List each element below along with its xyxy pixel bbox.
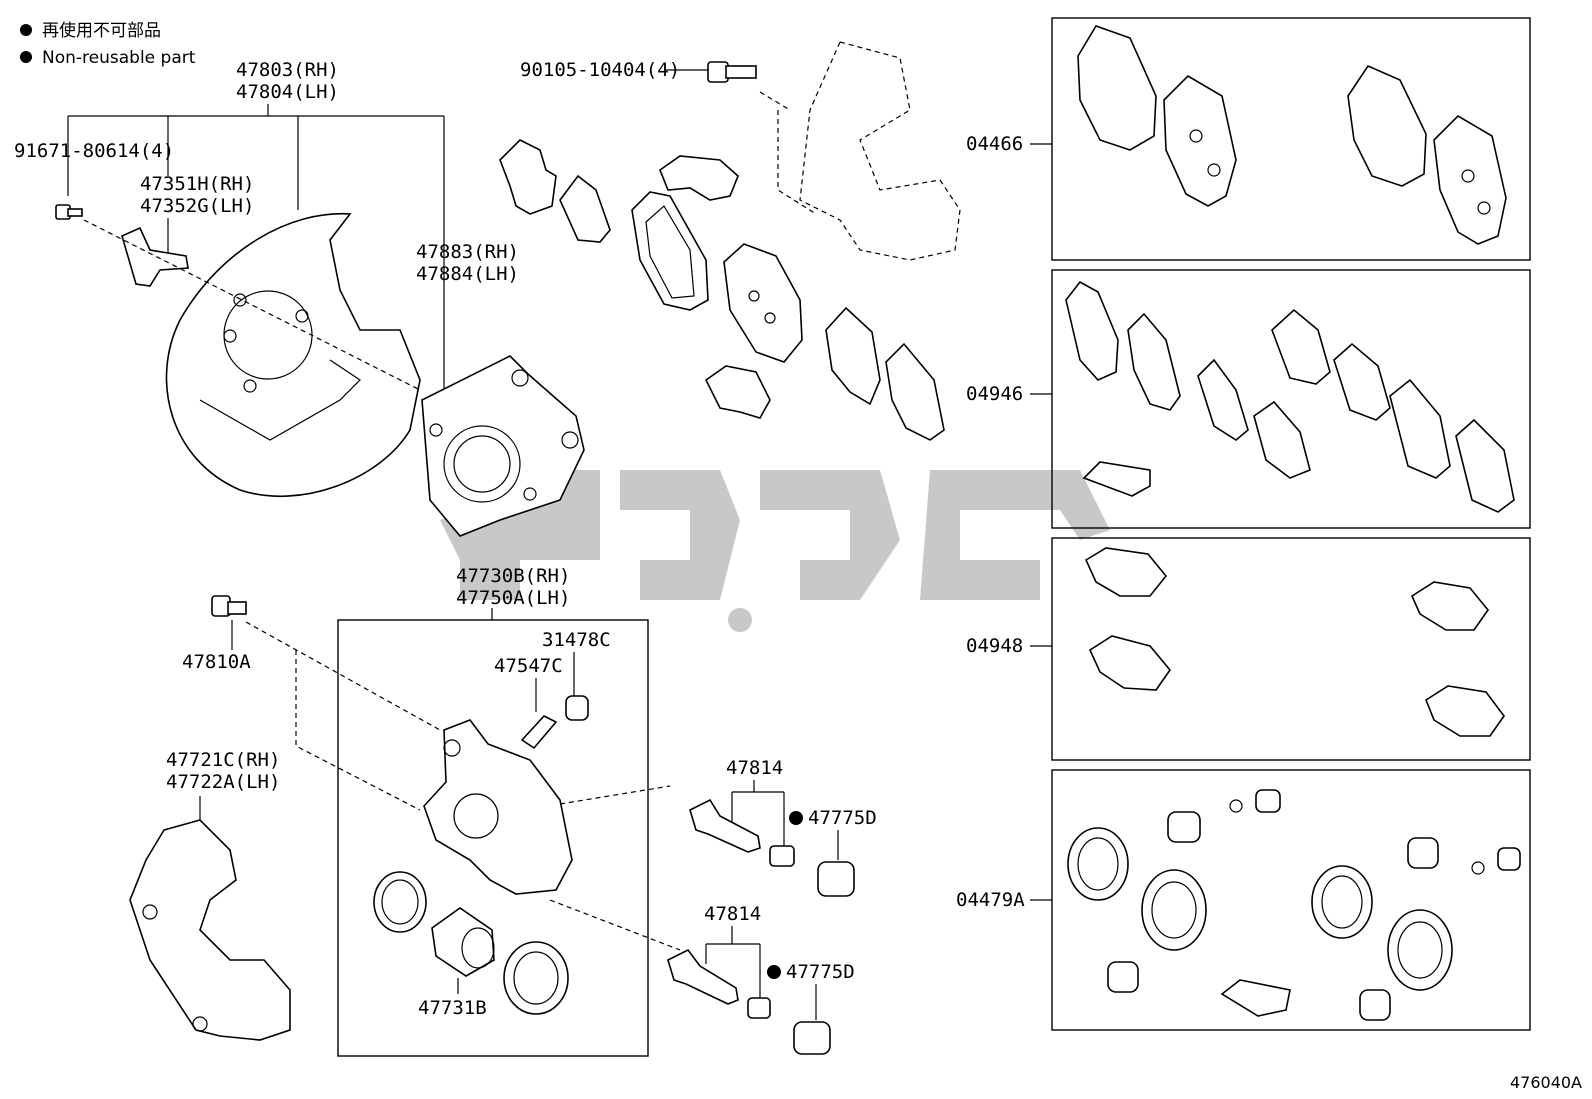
caliper-bracket-outline-icon [799,41,961,261]
brake-pad-icon [1433,114,1507,245]
pad-group-top: 90105-10404(4) [499,41,961,441]
label-47721[interactable]: 47721C(RH) [166,749,280,771]
brake-pad-icon [1077,25,1157,151]
bolt-47810-icon [211,595,247,617]
shim-icon [885,342,945,441]
shim-icon [1065,280,1119,381]
slide-pin-group-lower: 47814 47775D [667,903,855,1055]
label-04466[interactable]: 04466 [966,133,1023,155]
slide-pin-icon [689,798,761,853]
label-47547[interactable]: 47547C [494,655,563,677]
bolt-90105-icon [707,61,757,83]
dust-cover-group: 47803(RH) 47804(LH) 91671-80614(4) 47351… [14,59,585,537]
kit-04479A: 04479A [956,769,1531,1031]
label-47814-upper[interactable]: 47814 [726,757,783,779]
piston-icon [431,907,495,977]
non-reusable-bullet-icon [767,965,781,979]
label-47804[interactable]: 47804(LH) [236,81,339,103]
legend: 再使用不可部品 Non-reusable part [20,20,196,68]
pin-boot-icon [747,997,771,1019]
bleeder-cap-icon [565,695,589,721]
shim-icon [1197,358,1249,441]
shim-icon [559,174,611,243]
bushing-icon [1407,837,1439,869]
caliper-mounting-bracket-icon [129,819,291,1041]
label-47351[interactable]: 47351H(RH) [140,173,254,195]
pad-clip-icon [1084,547,1168,597]
label-31478[interactable]: 31478C [542,629,611,651]
label-47731[interactable]: 47731B [418,997,487,1019]
label-47722[interactable]: 47722A(LH) [166,771,280,793]
watermark-logo [440,470,1110,632]
legend-jp: 再使用不可部品 [42,20,161,41]
label-47884[interactable]: 47884(LH) [416,263,519,285]
bushing-icon [1359,989,1391,1021]
bushing-icon [1107,961,1139,993]
label-47814-lower[interactable]: 47814 [704,903,761,925]
pad-clip-icon [1410,581,1490,631]
kit-04946: 04946 [966,269,1531,529]
shim-icon [1389,378,1451,479]
pad-wear-indicator-icon [1082,461,1151,497]
mount-bracket-group: 47810A 47721C(RH) 47722A(LH) [129,595,291,1041]
bleeder-cap-icon [1255,789,1281,813]
kit-04948: 04948 [966,537,1531,761]
non-reusable-bullet-icon [789,811,803,825]
brake-pad-icon [1347,64,1427,187]
label-47352[interactable]: 47352G(LH) [140,195,254,217]
shim-icon [1333,342,1391,421]
piston-boot-icon [503,941,569,1015]
label-04948[interactable]: 04948 [966,635,1023,657]
bleeder-cap-icon [1497,847,1521,871]
shim-icon [499,139,557,215]
label-47883[interactable]: 47883(RH) [416,241,519,263]
figure-reference: 476040A [1510,1073,1582,1092]
pad-clip-icon [659,155,739,201]
label-91671[interactable]: 91671-80614(4) [14,140,174,162]
slide-pin-group-upper: 47814 47775D [689,757,877,897]
pad-clip-icon [704,365,771,419]
dust-cover-icon [165,212,421,498]
label-47730[interactable]: 47730B(RH) [456,565,570,587]
o-ring-icon [1471,861,1485,875]
label-47775-lower[interactable]: 47775D [786,961,855,983]
kit-04466: 04466 [966,17,1531,261]
label-47803[interactable]: 47803(RH) [236,59,339,81]
brake-pad-icon [631,191,709,311]
o-ring-icon [1229,799,1243,813]
bracket-47351-icon [121,226,189,287]
legend-en: Non-reusable part [42,48,196,68]
shim-icon [1127,312,1181,411]
caliper-assembly-group: 47730B(RH) 47750A(LH) 31478C 47547C 4773… [245,565,681,1057]
slide-pin-icon [667,948,739,1005]
label-04946[interactable]: 04946 [966,383,1023,405]
piston-seal-icon [1067,827,1129,901]
label-47775-upper[interactable]: 47775D [808,807,877,829]
bushing-icon [817,861,855,897]
shim-icon [1455,418,1515,513]
label-90105[interactable]: 90105-10404(4) [520,59,680,81]
shim-icon [1271,308,1331,385]
label-04479A[interactable]: 04479A [956,889,1025,911]
label-47810[interactable]: 47810A [182,651,251,673]
bushing-icon [1167,811,1201,843]
pin-boot-icon [769,845,795,867]
pad-clip-icon [1425,685,1505,737]
grease-packet-icon [1220,979,1291,1017]
shim-icon [825,306,881,406]
piston-seal-icon [373,871,427,933]
piston-seal-icon [1311,865,1373,939]
non-reusable-bullet-icon [20,24,32,36]
caliper-body-icon [423,719,573,895]
bushing-icon [793,1021,831,1055]
bleeder-plug-icon [520,715,558,750]
non-reusable-bullet-icon [20,51,32,63]
bolt-91671-icon [55,204,83,220]
brake-pad-icon [723,243,803,363]
caliper-assembly-box [337,619,649,1057]
label-47750[interactable]: 47750A(LH) [456,587,570,609]
pad-clip-icon [1088,635,1172,691]
shim-icon [1253,400,1311,479]
